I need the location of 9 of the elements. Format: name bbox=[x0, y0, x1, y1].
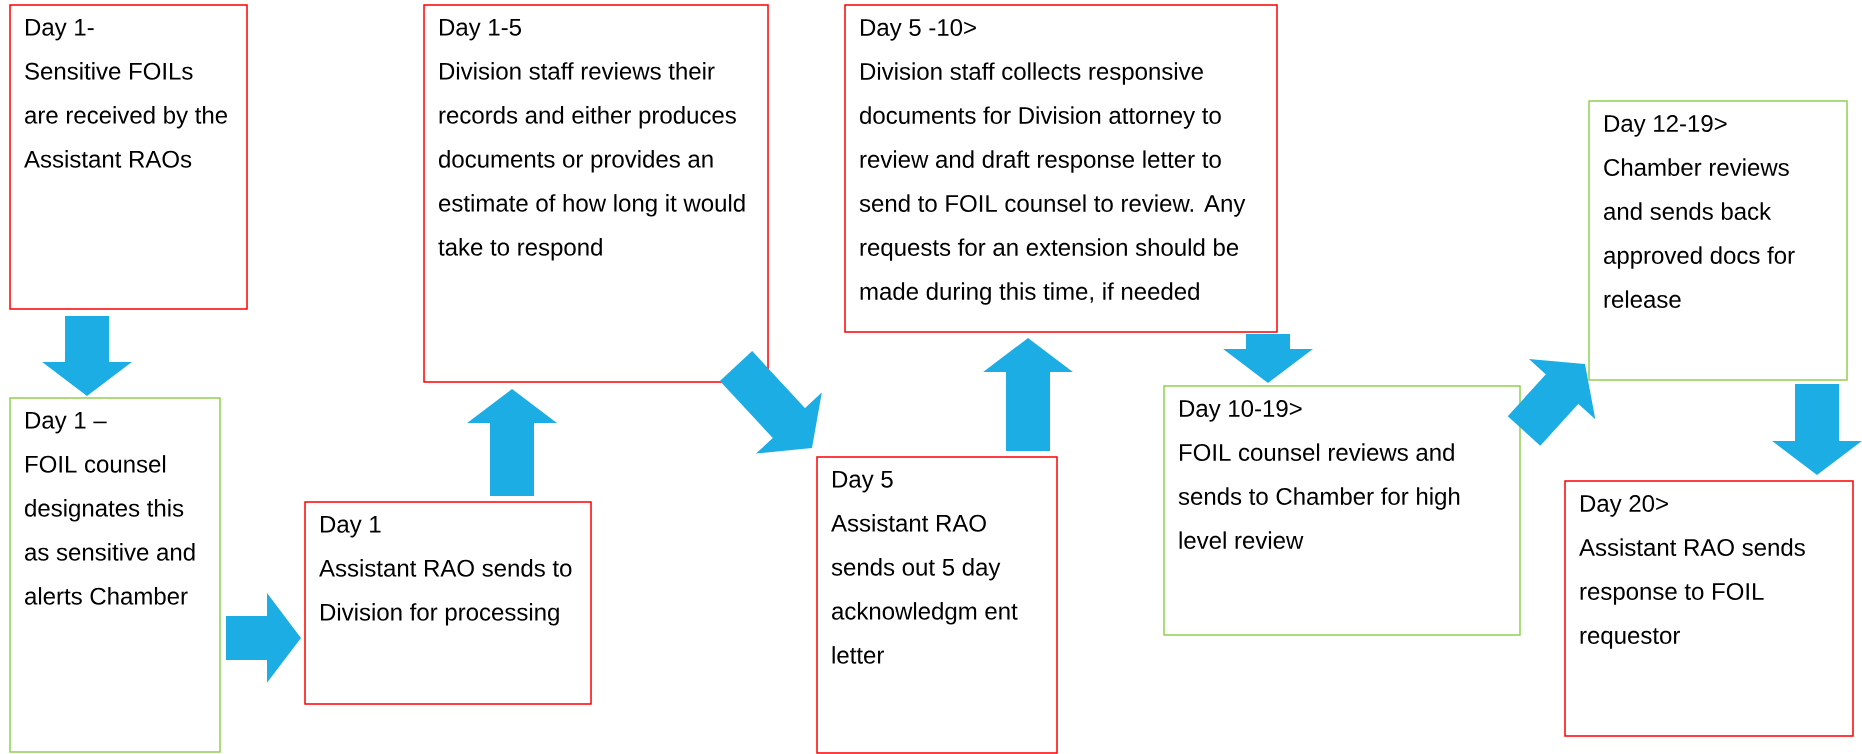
step-box: Day 1 Assistant RAO sends to Division for processing bbox=[304, 501, 592, 705]
step-box: Day 1- Sensitive FOILs are received by the Assistant RAOs bbox=[9, 4, 248, 310]
step-box: Day 1 – FOIL counsel designates this as sensitive and alerts Chamber bbox=[9, 397, 221, 753]
step-box: Day 12-19> Chamber reviews and sends back approved docs for release bbox=[1588, 100, 1848, 381]
step-box: Day 5 Assistant RAO sends out 5 day acknowledgm ent letter bbox=[816, 456, 1058, 754]
step-box: Day 10-19> FOIL counsel reviews and sends to Chamber for high level review bbox=[1163, 385, 1521, 636]
step-box: Day 20> Assistant RAO sends response to FOIL requestor bbox=[1564, 480, 1854, 737]
step-box: Day 5 -10> Division staff collects responsive documents for Division attorney to review and draft response letter to send to FOIL counsel to review. Any requests for an extension should be made during this time, if needed bbox=[844, 4, 1278, 333]
step-box: Day 1-5 Division staff reviews their records and either produces documents or provides an estimate of how long it would take to respond bbox=[423, 4, 769, 383]
